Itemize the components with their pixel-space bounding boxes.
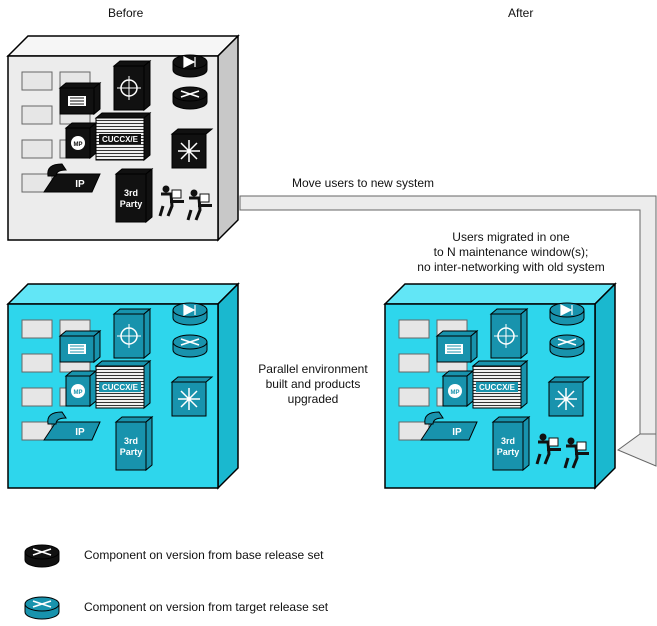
messaging-server-mark: MP <box>74 142 83 148</box>
cube-side-face <box>217 34 239 242</box>
voice-switch-icon <box>58 329 102 364</box>
call-manager-icon <box>112 59 152 112</box>
header-before: Before <box>108 6 144 20</box>
ip-phone-label: IP <box>75 179 85 190</box>
ip-phone-label: IP <box>452 427 462 438</box>
router-icon <box>172 86 208 110</box>
cuccx-label: CUCCX/E <box>102 135 139 144</box>
voice-switch-icon <box>435 329 479 364</box>
rack-slot <box>21 139 53 159</box>
messaging-server-mark: MP <box>451 390 460 396</box>
parallel-note-line-3: upgraded <box>287 392 339 406</box>
messaging-server-icon: MP <box>441 369 475 408</box>
gateway-icon <box>172 302 208 326</box>
rack-slot <box>21 387 53 407</box>
layer3-switch-icon <box>170 128 214 169</box>
user-workstation-icon <box>563 437 589 469</box>
user-workstation-icon <box>535 433 561 465</box>
rack-slot <box>21 353 53 373</box>
third-party-label-line-2: Party <box>497 447 520 457</box>
migration-note: Users migrated in one to N maintenance w… <box>386 230 636 275</box>
cuccx-label: CUCCX/E <box>479 383 516 392</box>
router-icon <box>172 334 208 358</box>
migration-arrow <box>239 195 657 467</box>
legend-icons <box>24 544 60 620</box>
cube-top-face <box>383 283 617 305</box>
legend-target-label: Component on version from target release… <box>84 600 329 614</box>
cuccx-server-icon: CUCCX/E <box>471 359 529 410</box>
messaging-server-mark: MP <box>74 390 83 396</box>
cube-side-face <box>594 282 616 490</box>
parallel-note-line-2: built and products <box>265 377 361 391</box>
arrow-label: Move users to new system <box>292 176 435 190</box>
messaging-server-icon: MP <box>64 121 98 160</box>
rack-slot <box>21 105 53 125</box>
rack-slot <box>398 319 430 339</box>
migration-note-line-2: to N maintenance window(s); <box>433 245 589 259</box>
migration-arrow-head <box>616 433 657 467</box>
third-party-label-line-2: Party <box>120 199 143 209</box>
call-manager-icon <box>489 307 529 360</box>
cuccx-server-icon: CUCCX/E <box>94 111 152 162</box>
ip-phone-label: IP <box>75 427 85 438</box>
third-party-label-line-1: 3rd <box>501 436 515 446</box>
third-party-label-line-1: 3rd <box>124 436 138 446</box>
voice-switch-icon <box>58 81 102 116</box>
cuccx-label: CUCCX/E <box>102 383 139 392</box>
header-after: After <box>508 6 534 20</box>
cube-top-face <box>6 35 240 57</box>
third-party-label-line-2: Party <box>120 447 143 457</box>
layer3-switch-icon <box>547 376 591 417</box>
ip-phone-icon: IP <box>420 411 478 441</box>
parallel-note-line-1: Parallel environment <box>258 362 368 376</box>
migration-note-line-3: no inter-networking with old system <box>417 260 605 274</box>
layer3-switch-icon <box>170 376 214 417</box>
cuccx-server-icon: CUCCX/E <box>94 359 152 410</box>
user-workstation-icon <box>186 189 212 221</box>
user-workstation-icon <box>158 185 184 217</box>
migration-note-line-1: Users migrated in one <box>452 230 570 244</box>
parallel-note: Parallel environment built and products … <box>238 362 388 407</box>
router-icon <box>549 334 585 358</box>
gateway-icon <box>172 54 208 78</box>
gateway-icon <box>549 302 585 326</box>
router-icon <box>24 544 60 568</box>
legend-base-label: Component on version from base release s… <box>84 548 324 562</box>
ip-phone-icon: IP <box>43 163 101 193</box>
messaging-server-icon: MP <box>64 369 98 408</box>
cube-side-face <box>217 282 239 490</box>
third-party-label-line-1: 3rd <box>124 188 138 198</box>
router-icon <box>24 596 60 620</box>
rack-slot <box>398 353 430 373</box>
ip-phone-icon: IP <box>43 411 101 441</box>
rack-slot <box>398 387 430 407</box>
cube-top-face <box>6 283 240 305</box>
rack-slot <box>21 71 53 91</box>
call-manager-icon <box>112 307 152 360</box>
rack-slot <box>21 319 53 339</box>
